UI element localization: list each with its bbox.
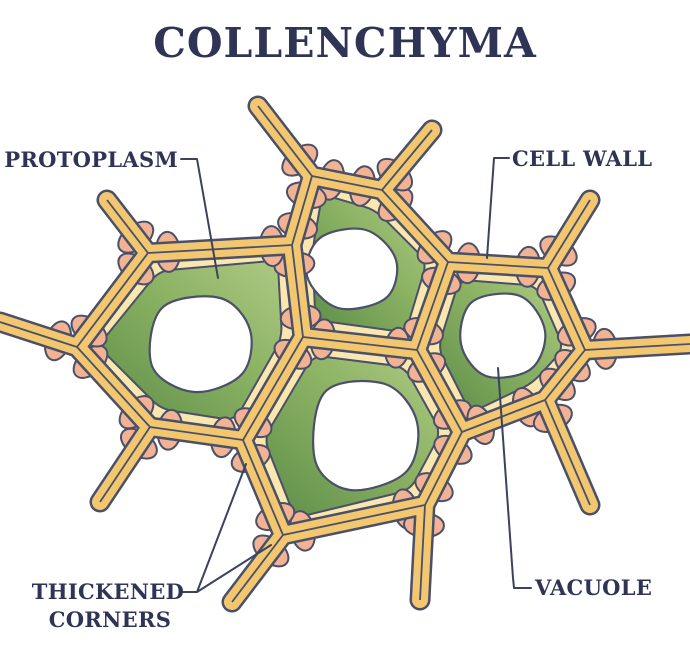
cell-wall-leader-line — [486, 157, 510, 259]
vacuole-label: VACUOLE — [534, 575, 652, 600]
vacuoles — [148, 227, 547, 492]
cell-right-vacuole — [459, 292, 547, 379]
cell-network — [0, 95, 690, 613]
thickened-corners-leader-line-2 — [196, 544, 272, 593]
vacuole-leader-line — [497, 367, 532, 589]
cell-wall-label: CELL WALL — [512, 146, 652, 171]
protoplasm-leader-line — [180, 158, 219, 279]
cell-walls — [0, 95, 690, 613]
thickened-corners-leader-line-1 — [179, 463, 247, 593]
cell-top-vacuole — [305, 227, 399, 311]
thickened-corners-label-line2: CORNERS — [49, 607, 171, 632]
cell-left-vacuole — [148, 295, 253, 394]
middle-lamella-line — [0, 105, 690, 603]
protoplasm-label: PROTOPLASM — [4, 147, 178, 172]
cell-bottom-vacuole — [312, 379, 420, 492]
annotation-layer: COLLENCHYMA PROTOPLASM CELL WALL THICKEN… — [4, 19, 652, 632]
page-title: COLLENCHYMA — [153, 19, 537, 67]
thickened-corners-label-line1: THICKENED — [32, 579, 184, 604]
